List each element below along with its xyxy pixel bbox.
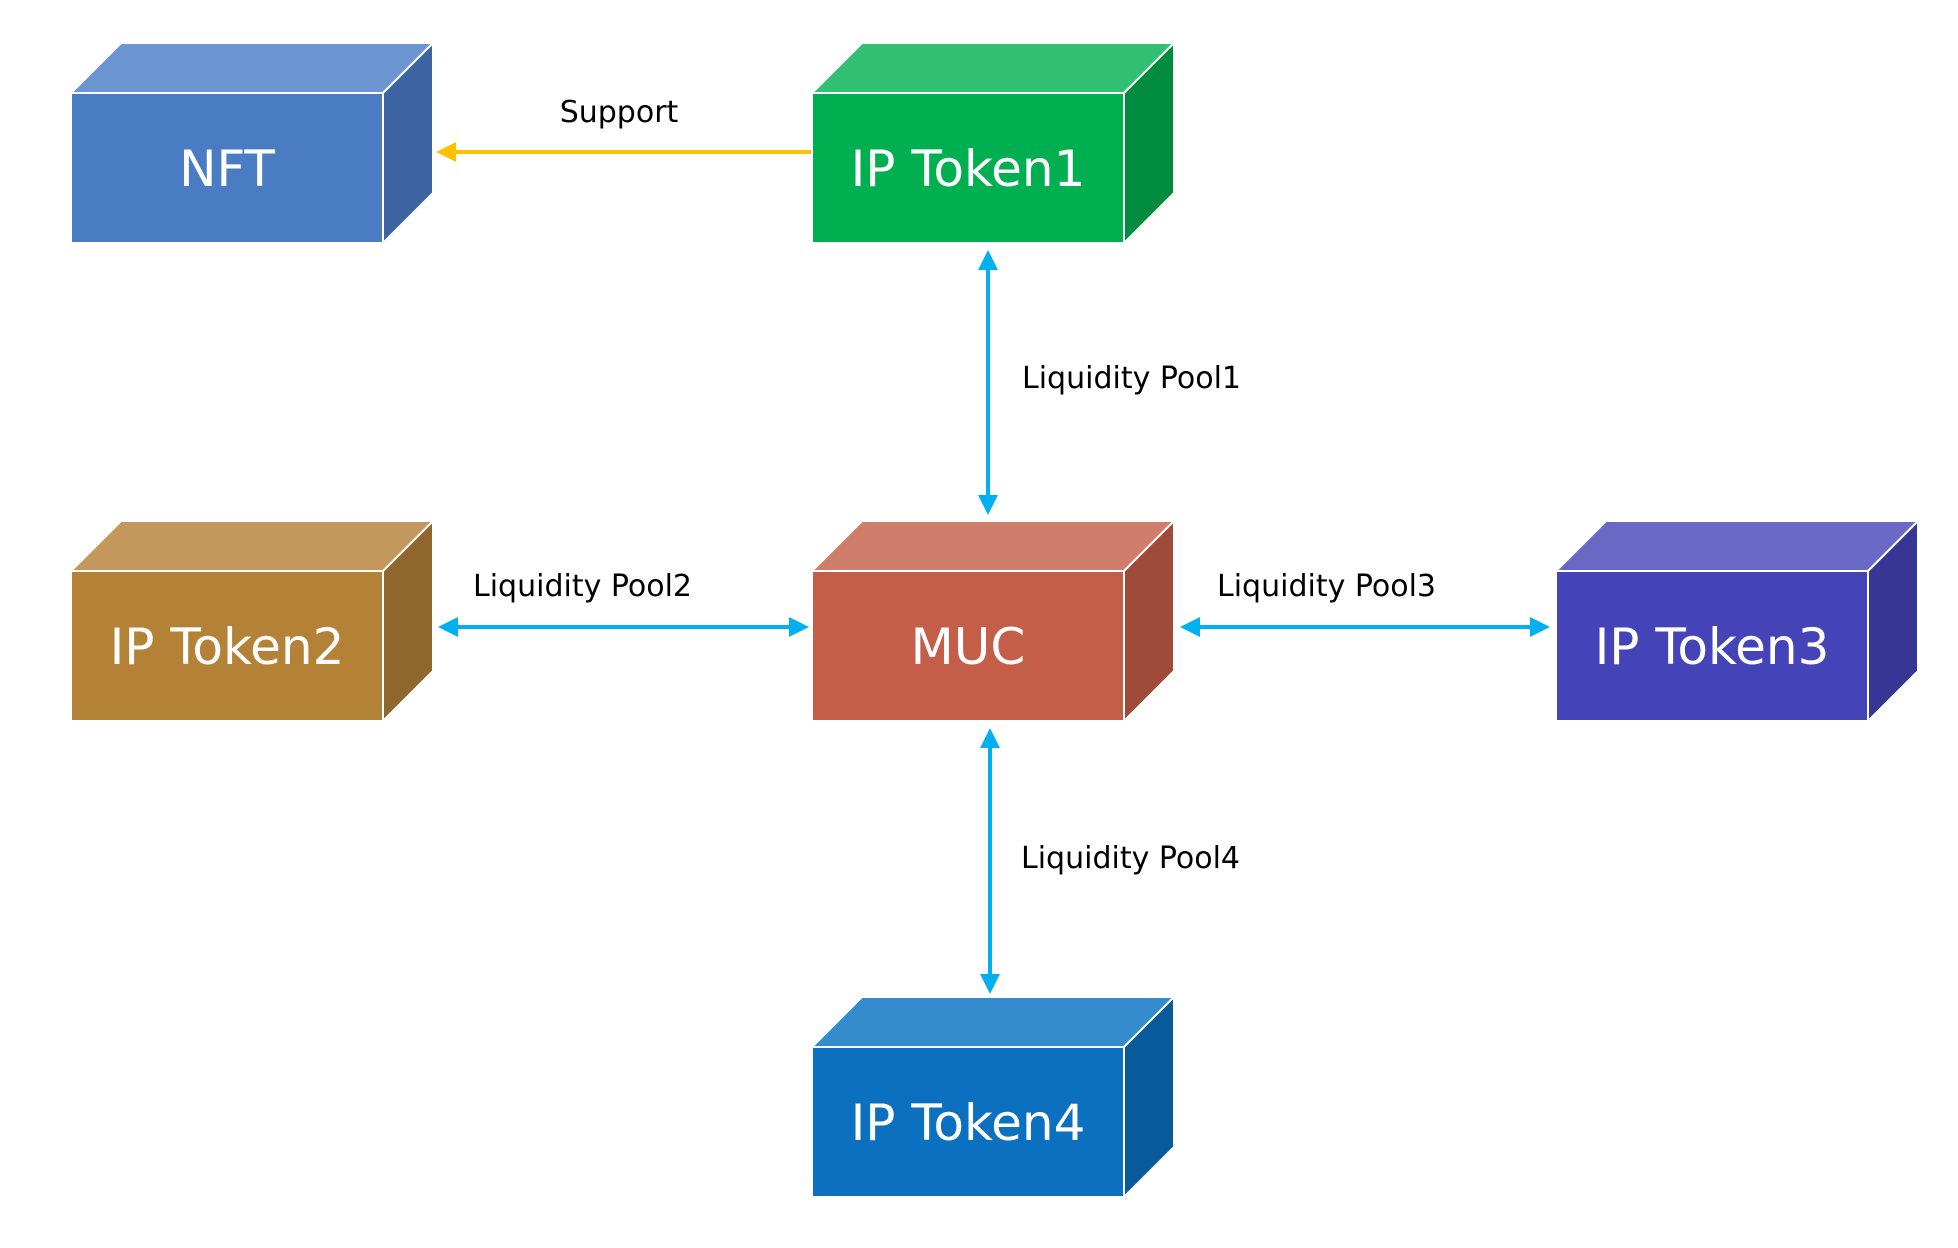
ip-token3-label: IP Token3 xyxy=(1595,618,1830,676)
edge-support: Support xyxy=(436,95,812,162)
ip-token2-label: IP Token2 xyxy=(110,618,345,676)
muc-box-top-face xyxy=(809,520,1177,572)
node-ip-token4[interactable]: IP Token4 xyxy=(809,994,1177,1200)
liquidity-pool2-label: Liquidity Pool2 xyxy=(473,569,692,604)
ip-token3-box-front-face xyxy=(1555,570,1869,722)
node-ip-token2[interactable]: IP Token2 xyxy=(68,518,436,724)
nft-label: NFT xyxy=(179,140,275,198)
ip-token1-box-top-face xyxy=(809,42,1177,94)
liquidity-pool1-label: Liquidity Pool1 xyxy=(1022,361,1241,396)
edge-liquidity-pool1: Liquidity Pool1 xyxy=(978,250,1241,515)
edge-liquidity-pool4: Liquidity Pool4 xyxy=(980,728,1240,994)
ip-token2-box-top-face xyxy=(68,520,436,572)
ip-token4-box-top-face xyxy=(809,996,1177,1048)
nft-box-top-face xyxy=(68,42,436,94)
ip-token1-box-front-face xyxy=(811,92,1125,244)
muc-label: MUC xyxy=(911,618,1026,676)
support-label: Support xyxy=(560,95,679,130)
node-ip-token3[interactable]: IP Token3 xyxy=(1553,518,1921,724)
node-nft[interactable]: NFT xyxy=(68,40,436,246)
muc-box-front-face xyxy=(811,570,1125,722)
liquidity-pool4-label: Liquidity Pool4 xyxy=(1021,841,1240,876)
edge-liquidity-pool2: Liquidity Pool2 xyxy=(438,569,809,637)
ip-token4-box-front-face xyxy=(811,1046,1125,1198)
ip-token1-label: IP Token1 xyxy=(851,140,1086,198)
edge-liquidity-pool3: Liquidity Pool3 xyxy=(1180,569,1550,637)
ip-token3-box-top-face xyxy=(1553,520,1921,572)
ip-token4-label: IP Token4 xyxy=(851,1094,1086,1152)
node-ip-token1[interactable]: IP Token1 xyxy=(809,40,1177,246)
node-muc[interactable]: MUC xyxy=(809,518,1177,724)
ip-token2-box-front-face xyxy=(70,570,384,722)
liquidity-pool3-label: Liquidity Pool3 xyxy=(1217,569,1436,604)
nft-box-front-face xyxy=(70,92,384,244)
